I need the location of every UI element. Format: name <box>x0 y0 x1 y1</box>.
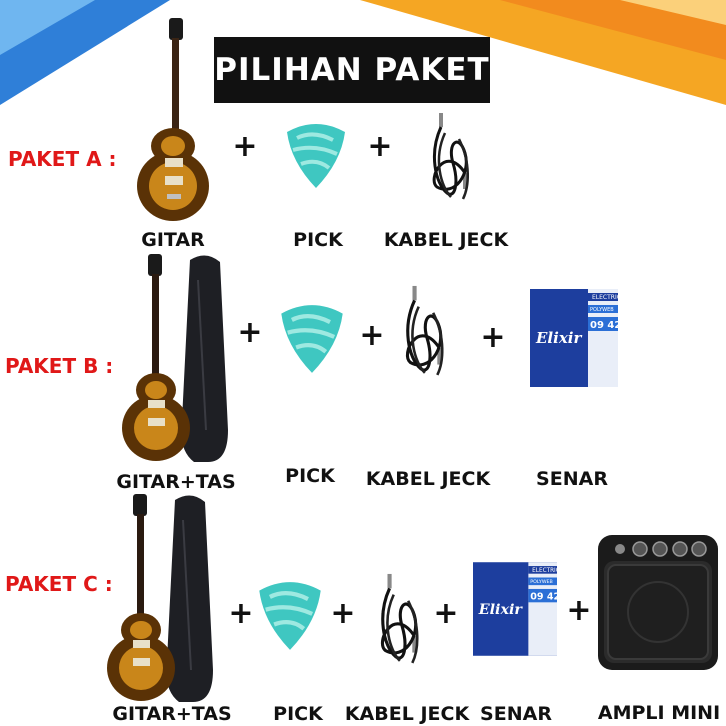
strings-pack-gauge: 09 42 <box>590 320 621 331</box>
strings-pack-icon: ELECTRIC POLYWEB 09 42 Elixir <box>473 562 560 656</box>
plus-sign: + <box>330 596 356 631</box>
plus-sign: + <box>228 596 254 631</box>
item-caption: SENAR <box>536 468 608 490</box>
strings-pack-icon: ELECTRIC POLYWEB 09 42 Elixir <box>530 289 621 387</box>
item-caption: KABEL JECK <box>365 468 491 490</box>
item-caption: KABEL JECK <box>344 703 470 725</box>
plus-sign: + <box>480 320 506 355</box>
cable-icon <box>432 113 470 200</box>
item-caption: PICK <box>293 229 343 251</box>
plus-sign: + <box>566 593 592 628</box>
item-caption: AMPLI MINI <box>597 702 721 724</box>
plus-sign: + <box>367 129 393 164</box>
cable-icon <box>380 573 419 664</box>
item-caption: GITAR+TAS <box>112 703 232 725</box>
plus-sign: + <box>237 315 263 350</box>
strings-pack-header: ELECTRIC <box>592 294 621 301</box>
plus-sign: + <box>433 596 459 631</box>
item-caption: KABEL JECK <box>383 229 509 251</box>
strings-pack-coating: POLYWEB <box>530 579 553 585</box>
guitar-with-case-icon <box>122 254 228 462</box>
plus-sign: + <box>359 318 385 353</box>
strings-pack-brand: Elixir <box>535 329 582 347</box>
page-title: PILIHAN PAKET <box>214 52 490 88</box>
package-b-label: PAKET B : <box>5 354 114 378</box>
item-caption: PICK <box>285 465 335 487</box>
strings-pack-brand: Elixir <box>478 602 524 618</box>
pick-icon <box>259 582 321 650</box>
strings-pack-header: ELECTRIC <box>532 568 560 574</box>
cable-icon <box>405 285 444 376</box>
item-caption: GITAR <box>141 229 205 251</box>
guitar-with-case-icon <box>107 494 213 702</box>
item-caption: GITAR+TAS <box>116 471 236 493</box>
background-decoration <box>0 0 726 105</box>
package-c-label: PAKET C : <box>5 572 113 596</box>
package-a-label: PAKET A : <box>8 147 117 171</box>
pick-icon <box>287 124 345 188</box>
pick-icon <box>281 305 343 373</box>
mini-amp-icon <box>598 535 718 670</box>
strings-pack-gauge: 09 42 <box>530 591 560 602</box>
title-banner: PILIHAN PAKET <box>214 37 490 103</box>
strings-pack-coating: POLYWEB <box>590 307 614 313</box>
item-caption: PICK <box>273 703 323 725</box>
item-caption: SENAR <box>480 703 552 725</box>
guitar-icon <box>137 18 209 221</box>
plus-sign: + <box>232 129 258 164</box>
